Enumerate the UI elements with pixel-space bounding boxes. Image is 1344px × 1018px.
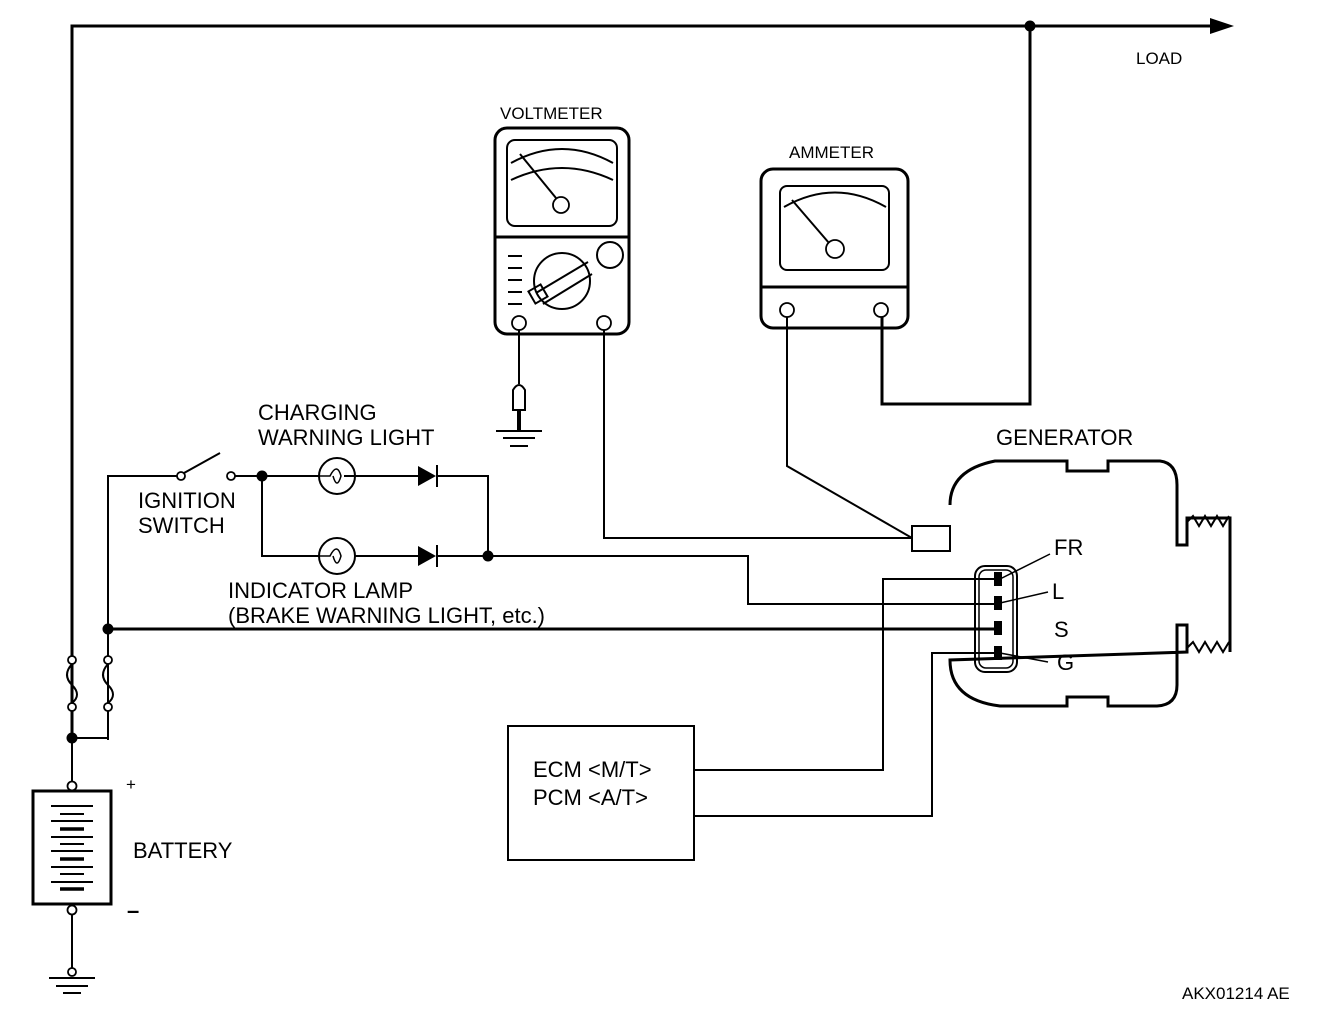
battery-icon: [31, 789, 113, 906]
ignition-switch: IGNITION SWITCH: [107, 452, 262, 740]
fuse-icon: [66, 663, 78, 704]
fr-terminal-wire: [695, 578, 998, 771]
ecm-label: ECM <M/T>: [533, 757, 652, 782]
voltmeter: VOLTMETER: [493, 104, 631, 336]
ammeter-terminal-right: [873, 302, 889, 318]
ammeter-terminal-left: [779, 302, 795, 318]
ammeter-needle: [791, 199, 830, 244]
ignition-label-2: SWITCH: [138, 513, 225, 538]
terminal-l-label: L: [1052, 579, 1064, 604]
pcm-label: PCM <A/T>: [533, 785, 648, 810]
voltmeter-terminal-pos: [596, 315, 612, 331]
terminal-g-label: G: [1057, 650, 1074, 675]
load-arrow-icon: [1210, 18, 1234, 34]
voltmeter-label: VOLTMETER: [500, 104, 603, 123]
g-terminal-wire: [695, 652, 998, 817]
ammeter: AMMETER: [759, 143, 910, 330]
terminal-fr-label: FR: [1054, 535, 1083, 560]
diode-icon: [418, 466, 436, 486]
fuse-2: [72, 629, 114, 739]
terminal-s-label: S: [1054, 617, 1069, 642]
battery: + – BATTERY: [31, 775, 233, 994]
battery-positive-terminal: [66, 780, 78, 792]
ammeter-dial: [779, 185, 890, 271]
voltmeter-dial: [506, 139, 618, 227]
voltmeter-selector-knob: [533, 252, 591, 310]
battery-label: BATTERY: [133, 838, 233, 863]
indicator-lamp: [261, 476, 488, 575]
charging-warning-label-2: WARNING LIGHT: [258, 425, 434, 450]
indicator-lamp-label-1: INDICATOR LAMP: [228, 578, 413, 603]
generator: GENERATOR FR L S G: [911, 425, 1232, 708]
generator-b-terminal: [911, 525, 951, 552]
voltmeter-ground-probe: [496, 330, 542, 447]
voltmeter-b-wire: [603, 330, 912, 539]
figure-code: AKX01214 AE: [1182, 984, 1290, 1003]
junction-dot: [66, 732, 78, 744]
load-label: LOAD: [1136, 49, 1182, 68]
fuse-icon: [102, 663, 114, 704]
ignition-label-1: IGNITION: [138, 488, 236, 513]
generator-connector: [974, 565, 1018, 673]
indicator-lamp-label-2: (BRAKE WARNING LIGHT, etc.): [228, 603, 545, 628]
battery-minus-label: –: [127, 898, 139, 923]
battery-plus-label: +: [126, 775, 136, 794]
ammeter-b-wire: [786, 317, 913, 539]
ecm-pcm-module: ECM <M/T> PCM <A/T>: [507, 725, 695, 861]
charging-warning-light: [262, 457, 489, 556]
diode-icon: [418, 546, 436, 566]
voltmeter-button: [596, 241, 624, 269]
ammeter-label: AMMETER: [789, 143, 874, 162]
l-terminal-wire: [488, 555, 998, 605]
charging-warning-label-1: CHARGING: [258, 400, 377, 425]
generator-label: GENERATOR: [996, 425, 1133, 450]
battery-negative-terminal: [66, 904, 78, 916]
voltmeter-needle: [519, 153, 557, 199]
voltmeter-terminal-neg: [511, 315, 527, 331]
ammeter-load-wire: [880, 26, 1032, 406]
